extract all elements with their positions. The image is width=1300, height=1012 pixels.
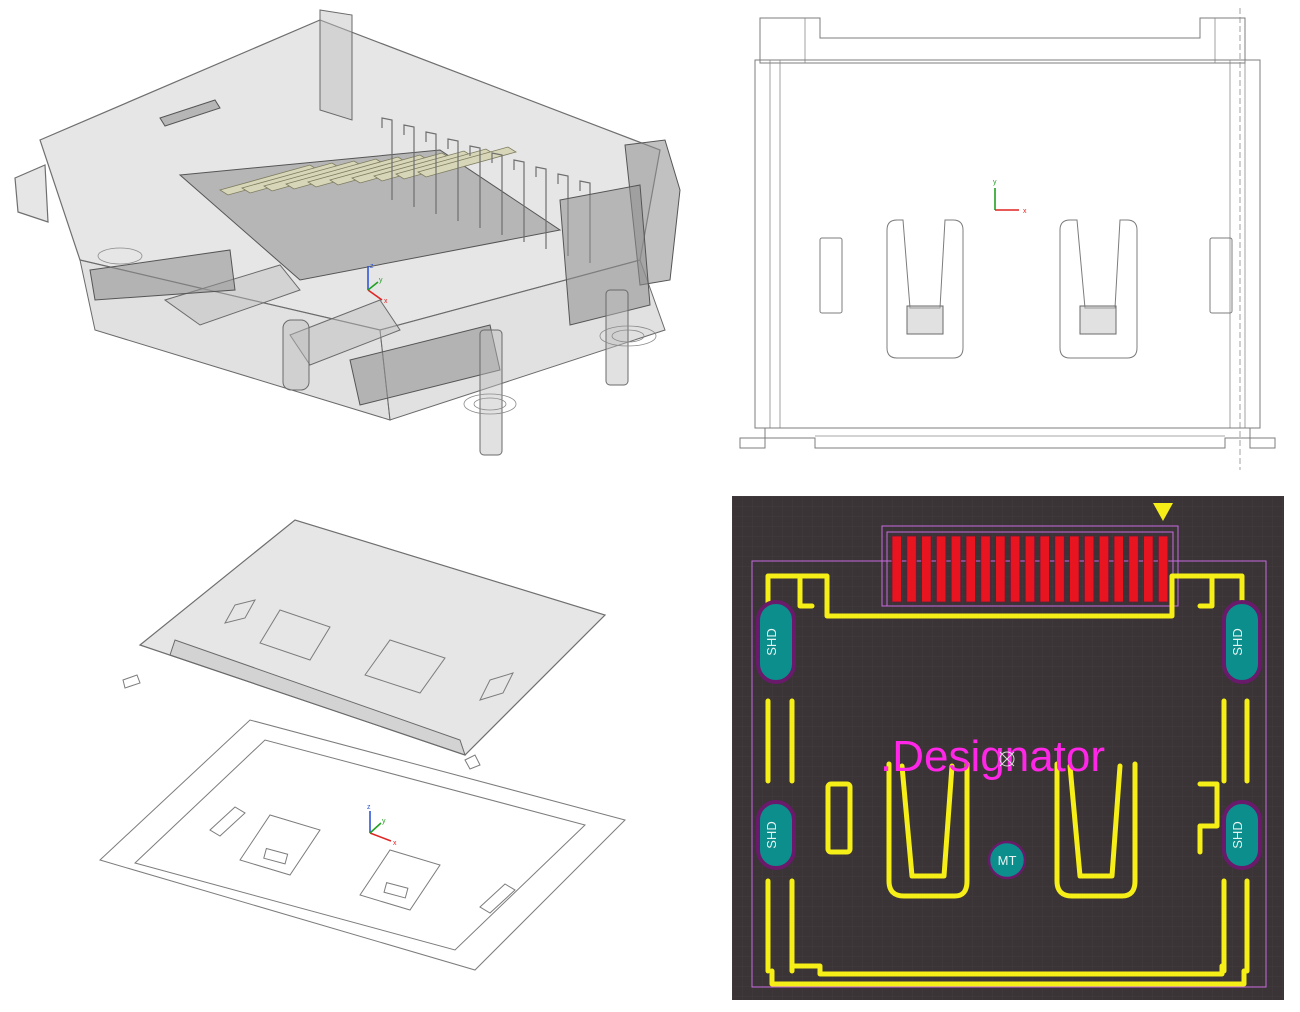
pin-tail <box>425 131 437 214</box>
exploded-view: z x y <box>95 515 635 975</box>
plate-slot <box>224 599 256 624</box>
signal-pad[interactable] <box>1128 535 1139 603</box>
axis-label-x: x <box>384 298 388 305</box>
leg-hole-ring <box>611 329 645 343</box>
leg-front <box>479 329 503 456</box>
shield-pad-label: SHD <box>1230 821 1245 848</box>
xyz-axis-triad-icon: z x y <box>367 263 388 305</box>
front-body <box>754 59 1261 429</box>
slot-right <box>1209 237 1233 314</box>
silkscreen-outline <box>765 573 1250 987</box>
pin-tail <box>491 152 503 235</box>
leg-mid <box>282 319 310 391</box>
signal-pad[interactable] <box>906 535 917 603</box>
slot-left <box>819 237 843 314</box>
leg-hole-ring <box>473 397 507 411</box>
plate-latch-cutout <box>259 609 331 661</box>
signal-pad[interactable] <box>965 535 976 603</box>
signal-pad[interactable] <box>950 535 962 603</box>
shield-pad-label: SHD <box>764 628 779 655</box>
bottom-foot-strip <box>739 427 1276 449</box>
lower-block-left <box>89 249 236 301</box>
spring-tongue-left <box>906 305 944 335</box>
spring-latch-left <box>886 219 964 359</box>
signal-pad[interactable] <box>995 535 1006 603</box>
pcb-grid <box>732 496 1284 1000</box>
clip-piece <box>464 754 481 770</box>
shield-pad[interactable]: SHD <box>756 800 796 870</box>
shield-pad[interactable]: SHD <box>1222 600 1262 684</box>
axis-label-y: y <box>382 818 386 825</box>
mounting-hole-label: MT <box>998 853 1017 868</box>
axis-label-z: z <box>370 263 374 270</box>
pin-tail <box>513 159 525 242</box>
signal-pad[interactable] <box>921 535 932 603</box>
signal-pad[interactable] <box>891 535 902 603</box>
axis-label-x: x <box>393 840 397 847</box>
crosshair-origin-icon <box>999 751 1015 767</box>
iso-3d-view: z x y <box>0 0 700 470</box>
frame-tongue <box>263 847 289 865</box>
designator-text: .Designator <box>880 732 1105 781</box>
signal-pad[interactable] <box>1054 535 1065 603</box>
side-block <box>559 184 651 326</box>
pin-tail <box>381 117 393 200</box>
shield-pad[interactable]: SHD <box>756 600 796 684</box>
leg-right <box>605 289 629 386</box>
plate-slot <box>479 672 514 701</box>
spring-latch-right <box>1059 219 1138 359</box>
signal-pad[interactable] <box>1039 535 1050 603</box>
signal-pad[interactable] <box>1143 535 1154 603</box>
latch-right <box>289 299 401 366</box>
pin-tail <box>469 145 481 228</box>
shield-pad[interactable]: SHD <box>1222 800 1262 870</box>
axis-label-y: y <box>993 179 997 186</box>
signal-pad[interactable] <box>1024 535 1036 603</box>
axis-label-x: x <box>1023 208 1027 215</box>
signal-pad[interactable] <box>1069 535 1080 603</box>
top-slot <box>159 99 221 127</box>
signal-pad[interactable] <box>980 535 991 603</box>
lower-frame-inner <box>134 739 586 951</box>
pin-tail <box>535 166 547 249</box>
shield-plate-edge <box>169 639 466 756</box>
leg-hole-ring <box>97 247 143 265</box>
triangle-down-icon <box>1153 503 1173 521</box>
frame-tongue <box>383 881 409 899</box>
signal-pad[interactable] <box>1157 535 1169 603</box>
leg-hole-ring <box>599 325 657 347</box>
signal-pad[interactable] <box>935 535 947 603</box>
frame-slot <box>209 806 246 837</box>
pin-tail <box>447 138 459 221</box>
clip-piece <box>122 674 141 689</box>
lower-block-right <box>349 324 501 406</box>
frame-latch <box>239 814 321 876</box>
courtyard-outline <box>751 560 1267 988</box>
back-wall <box>319 9 353 121</box>
shield-pad-label: SHD <box>1230 628 1245 655</box>
front-view: y x <box>735 8 1280 470</box>
signal-pad[interactable] <box>1113 535 1124 603</box>
signal-pad[interactable] <box>1098 535 1110 603</box>
spring-tongue-right <box>1079 305 1117 335</box>
signal-pad[interactable] <box>1009 535 1021 603</box>
xyz-axis-triad-icon: z x y <box>367 804 397 847</box>
latch-left <box>163 264 301 326</box>
frame-latch <box>359 849 441 911</box>
frame-slot <box>479 883 516 914</box>
signal-pad[interactable] <box>1083 535 1095 603</box>
axis-label-z: z <box>367 804 371 811</box>
leg-hole-ring <box>463 393 517 415</box>
left-ear <box>14 164 49 223</box>
lower-frame-outer <box>99 719 626 971</box>
xy-axis-triad-icon: y x <box>993 179 1027 215</box>
plate-latch-cutout <box>364 639 446 694</box>
signal-pad-array[interactable] <box>886 531 1174 607</box>
axis-label-y: y <box>379 277 383 284</box>
mounting-hole-pad[interactable]: MT <box>987 840 1027 880</box>
pcb-footprint-view: SHD SHD SHD SHD MT .Designator <box>732 496 1284 1000</box>
top-tab-strip <box>759 17 1246 64</box>
pin-tail <box>403 124 415 207</box>
shield-pad-label: SHD <box>764 821 779 848</box>
